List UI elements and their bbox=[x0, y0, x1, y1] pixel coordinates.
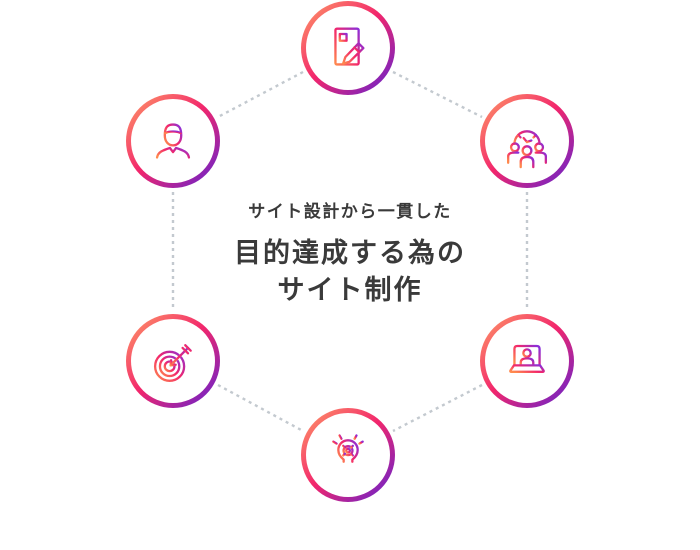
node-bottom-right bbox=[480, 314, 574, 408]
center-text-block: サイト設計から一貫した 目的達成する為の サイト制作 bbox=[0, 204, 700, 310]
node-top-left bbox=[126, 94, 220, 188]
node-bottom-inner bbox=[306, 413, 390, 497]
target-arrow-icon bbox=[153, 344, 192, 382]
connector-bottomright-to-bottom bbox=[392, 383, 483, 433]
node-top-inner bbox=[306, 6, 390, 90]
node-top-right bbox=[480, 94, 574, 188]
node-top-left-inner bbox=[131, 99, 215, 183]
diagram-subtitle: サイト設計から一貫した bbox=[248, 202, 452, 222]
lightbulb-gear-icon bbox=[329, 431, 367, 470]
node-top bbox=[301, 1, 395, 95]
connector-top-to-topright bbox=[392, 70, 483, 119]
document-edit-icon bbox=[334, 27, 365, 66]
connector-bottomleft-to-bottom bbox=[217, 383, 304, 433]
laptop-person-icon bbox=[509, 344, 545, 373]
node-bottom-right-inner bbox=[485, 319, 569, 403]
connector-top-to-topleft bbox=[217, 70, 304, 119]
team-clock-icon bbox=[506, 130, 548, 169]
node-top-right-inner bbox=[485, 99, 569, 183]
businessman-icon bbox=[155, 123, 191, 159]
diagram-title-line2: サイト制作 bbox=[277, 275, 423, 307]
node-bottom bbox=[301, 408, 395, 502]
diagram-title-line1: 目的達成する為の bbox=[234, 238, 466, 269]
node-bottom-left bbox=[126, 314, 220, 408]
node-bottom-left-inner bbox=[131, 319, 215, 403]
